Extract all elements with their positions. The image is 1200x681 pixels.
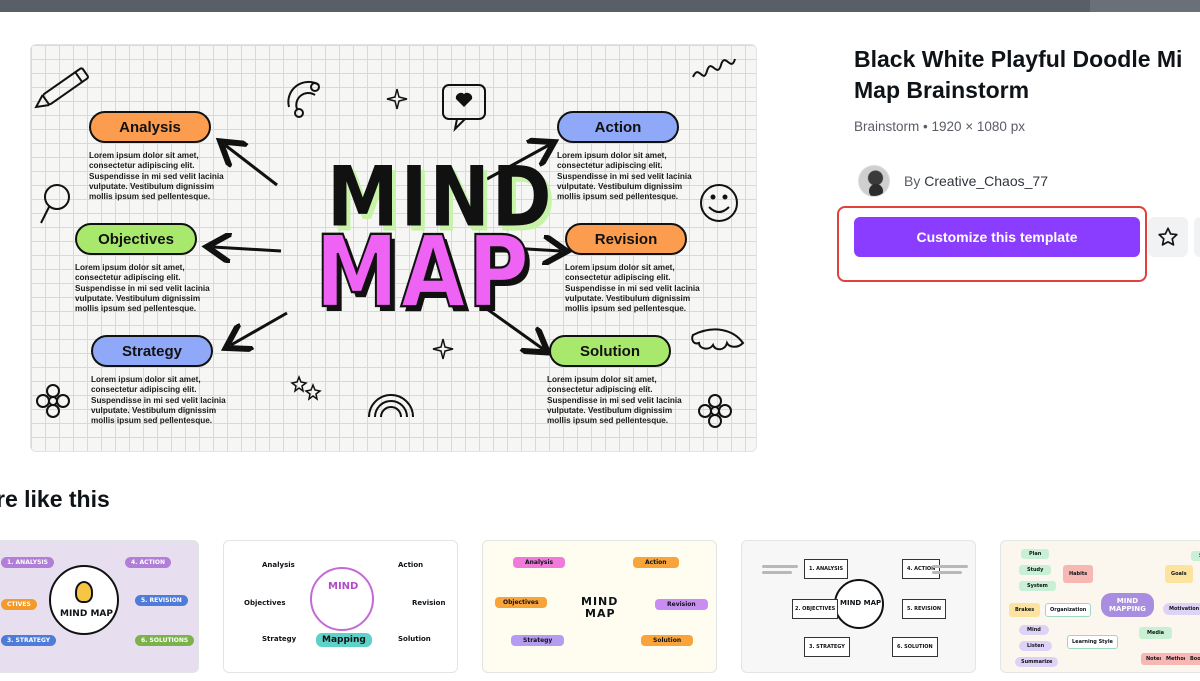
thumb5-label: Brakes	[1009, 603, 1041, 617]
thumb3-center2: MAP	[585, 607, 616, 620]
thumb5-label: Summarize	[1015, 657, 1059, 667]
center-word-mind: MIND	[327, 148, 554, 246]
thumb1-label: 6. SOLUTIONS	[135, 635, 195, 646]
lorem-solution: Lorem ipsum dolor sit amet, consectetur …	[547, 375, 682, 426]
thumb5-label: Habits	[1063, 565, 1094, 583]
customize-template-button[interactable]: Customize this template	[854, 217, 1140, 257]
thumb3-label: Solution	[641, 635, 694, 646]
thumb4-label: 3. STRATEGY	[804, 637, 850, 657]
thumb3-label: Objectives	[495, 597, 547, 608]
thumb4-label: 1. ANALYSIS	[804, 559, 849, 579]
thumb5-label: Notes	[1141, 653, 1168, 665]
node-strategy: Strategy	[91, 335, 213, 367]
thumb4-label: 6. SOLUTION	[892, 637, 938, 657]
author-prefix: By	[904, 173, 921, 189]
thumb5-center-word2: MAPPING	[1109, 605, 1146, 613]
thumbnail-1[interactable]: MIND MAP 1. ANALYSIS 4. ACTION CTIVES 5.…	[0, 540, 199, 673]
thumb5-label: Skills	[1191, 551, 1200, 561]
thumb2-label: Action	[398, 561, 424, 569]
author-name[interactable]: Creative_Chaos_77	[924, 173, 1048, 189]
thumb5-center-word1: MIND	[1116, 597, 1139, 605]
more-options-button[interactable]	[1194, 217, 1200, 257]
thumb4-label: 2. OBJECTIVES	[792, 599, 839, 619]
thumb3-label: Revision	[655, 599, 708, 610]
thumb5-label: Goals	[1165, 565, 1193, 583]
thumb5-label: System	[1019, 581, 1056, 591]
thumb5-label: Organization	[1045, 603, 1092, 617]
thumb2-label: Analysis	[262, 561, 295, 569]
author-row[interactable]: By Creative_Chaos_77	[858, 165, 1048, 197]
thumb3-label: Analysis	[513, 557, 566, 568]
node-analysis: Analysis	[89, 111, 211, 143]
lorem-analysis: Lorem ipsum dolor sit amet, consectetur …	[89, 151, 224, 202]
thumb3-label: Action	[633, 557, 679, 568]
thumb1-label: 3. STRATEGY	[1, 635, 57, 646]
thumb2-label: Solution	[398, 635, 431, 643]
thumb5-label: Method	[1161, 653, 1193, 665]
node-revision: Revision	[565, 223, 687, 255]
favorite-button[interactable]	[1148, 217, 1188, 257]
thumb4-label: 5. REVISION	[902, 599, 947, 619]
node-action: Action	[557, 111, 679, 143]
lorem-objectives: Lorem ipsum dolor sit amet, consectetur …	[75, 263, 210, 314]
thumb4-center: MIND MAP	[840, 599, 882, 607]
template-title: Black White Playful Doodle Mi Map Brains…	[854, 44, 1200, 106]
thumb2-center2: Mapping	[316, 633, 372, 647]
thumb5-label: Motivation	[1163, 603, 1200, 615]
thumb5-label: Learning Style	[1067, 635, 1118, 649]
thumb2-label: Objectives	[244, 599, 286, 607]
thumb2-center: MIND	[328, 581, 359, 592]
avatar[interactable]	[858, 165, 890, 197]
thumb2-label: Revision	[412, 599, 446, 607]
top-bar	[0, 0, 1200, 12]
thumb1-label: 1. ANALYSIS	[1, 557, 54, 568]
center-word-map: MAP	[314, 213, 532, 331]
thumb1-center: MIND MAP	[60, 609, 113, 619]
thumb5-label: Study	[1019, 565, 1052, 575]
thumb1-label: 4. ACTION	[125, 557, 172, 568]
template-preview[interactable]: MIND MAP Analysis Lorem ipsum dolor sit …	[30, 44, 757, 452]
lorem-action: Lorem ipsum dolor sit amet, consectetur …	[557, 151, 692, 202]
title-line-1: Black White Playful Doodle Mi	[854, 46, 1183, 72]
arrows-doodle	[34, 58, 745, 428]
lorem-strategy: Lorem ipsum dolor sit amet, consectetur …	[91, 375, 226, 426]
star-icon	[1158, 227, 1178, 246]
thumb5-label: Plan	[1021, 549, 1050, 559]
thumb4-label: 4. ACTION	[902, 559, 941, 579]
highlight-box	[837, 206, 1147, 282]
node-objectives: Objectives	[75, 223, 197, 255]
thumb5-label: Mind	[1019, 625, 1049, 635]
thumb5-label: Books	[1185, 653, 1200, 665]
thumbnail-4[interactable]: MIND MAP 1. ANALYSIS 4. ACTION 2. OBJECT…	[741, 540, 976, 673]
more-like-this-heading: re like this	[0, 486, 110, 512]
thumb2-label: Strategy	[262, 635, 297, 643]
thumb3-center: MIND	[581, 595, 619, 608]
node-solution: Solution	[549, 335, 671, 367]
thumb5-label: Media	[1139, 627, 1173, 639]
thumb5-label: Listen	[1019, 641, 1053, 651]
title-line-2: Map Brainstorm	[854, 77, 1030, 103]
lorem-revision: Lorem ipsum dolor sit amet, consectetur …	[565, 263, 700, 314]
template-meta: Brainstorm • 1920 × 1080 px	[854, 119, 1025, 134]
thumb1-label: CTIVES	[1, 599, 37, 610]
thumbnail-3[interactable]: MIND MAP Analysis Action Objectives Revi…	[482, 540, 717, 673]
thumb3-label: Strategy	[511, 635, 565, 646]
thumb1-label: 5. REVISION	[135, 595, 188, 606]
thumbnail-2[interactable]: MIND Mapping Analysis Action Objectives …	[223, 540, 458, 673]
